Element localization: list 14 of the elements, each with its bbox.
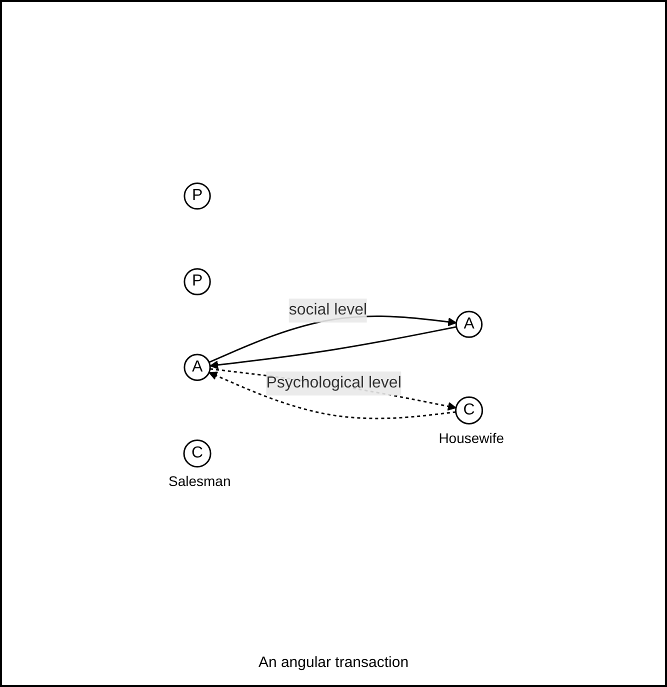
node-caption: Housewife bbox=[438, 430, 504, 446]
node-caption: Salesman bbox=[168, 472, 231, 489]
node-circle: C bbox=[455, 396, 484, 424]
edge-label: Psychological level bbox=[266, 374, 402, 392]
node-circle: A bbox=[456, 310, 483, 338]
arrow bbox=[210, 326, 457, 370]
arrow bbox=[209, 372, 456, 420]
edge-label: social level bbox=[289, 302, 368, 319]
caption: An angular transaction bbox=[258, 654, 409, 671]
node-circle: P bbox=[184, 182, 212, 210]
node-circle: A bbox=[184, 354, 212, 381]
node-circle: P bbox=[184, 268, 212, 296]
node-circle: C bbox=[184, 439, 212, 468]
arrow bbox=[210, 368, 457, 411]
